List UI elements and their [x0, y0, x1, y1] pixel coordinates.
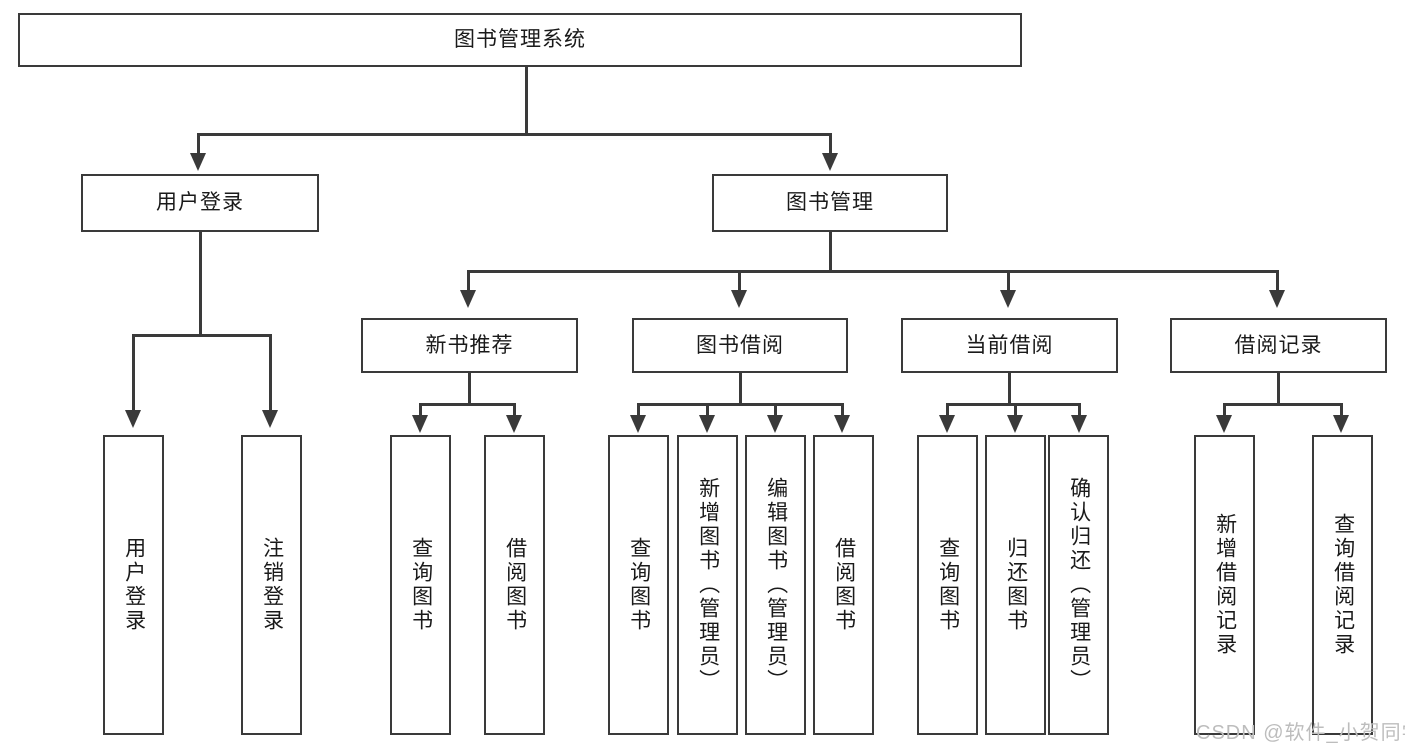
connector-root-bar: [197, 133, 832, 136]
leaf-borrow-book-label: 借阅图书: [832, 537, 856, 633]
leaf-query-book-newbook[interactable]: 查询图书: [390, 435, 451, 735]
arrow-records-leaf-1: [1216, 415, 1232, 433]
connector-records-bar: [1223, 403, 1343, 406]
leaf-borrow-book-newbook[interactable]: 借阅图书: [484, 435, 545, 735]
node-book-borrow-label: 图书借阅: [696, 333, 784, 357]
connector-bookmgmt-stem: [829, 232, 832, 272]
leaf-logout[interactable]: 注销登录: [241, 435, 302, 735]
connector-records-stem: [1277, 373, 1280, 405]
leaf-confirm-return-admin[interactable]: 确认归还（管理员）: [1048, 435, 1109, 735]
connector-bookmgmt-branch-3: [1007, 270, 1010, 292]
arrow-current-leaf-1: [939, 415, 955, 433]
connector-records-branch-2: [1340, 403, 1343, 417]
leaf-logout-label: 注销登录: [260, 537, 284, 633]
leaf-query-book-current-label: 查询图书: [936, 537, 960, 633]
connector-root-to-bookmgmt: [829, 133, 832, 155]
arrow-newbook-leaf-1: [412, 415, 428, 433]
leaf-add-borrow-record[interactable]: 新增借阅记录: [1194, 435, 1255, 735]
connector-newbook-branch-2: [513, 403, 516, 417]
connector-records-branch-1: [1223, 403, 1226, 417]
arrow-root-to-bookmgmt: [822, 153, 838, 171]
leaf-user-login[interactable]: 用户登录: [103, 435, 164, 735]
connector-borrow-branch-3: [774, 403, 777, 417]
leaf-borrow-book[interactable]: 借阅图书: [813, 435, 874, 735]
leaf-user-login-label: 用户登录: [122, 537, 146, 633]
leaf-query-book-newbook-label: 查询图书: [409, 537, 433, 633]
node-user-login-label: 用户登录: [156, 191, 244, 215]
connector-newbook-bar: [419, 403, 516, 406]
connector-borrow-stem: [739, 373, 742, 405]
connector-bookmgmt-branch-2: [738, 270, 741, 292]
arrow-bookmgmt-to-borrow: [731, 290, 747, 308]
node-current-borrow[interactable]: 当前借阅: [901, 318, 1118, 373]
arrow-bookmgmt-to-records: [1269, 290, 1285, 308]
connector-bookmgmt-branch-4: [1276, 270, 1279, 292]
node-book-borrow[interactable]: 图书借阅: [632, 318, 848, 373]
connector-newbook-branch-1: [419, 403, 422, 417]
arrow-login-leaf-2: [262, 410, 278, 428]
node-new-book-recommend[interactable]: 新书推荐: [361, 318, 578, 373]
arrow-bookmgmt-to-current: [1000, 290, 1016, 308]
connector-borrow-bar: [637, 403, 844, 406]
leaf-edit-book-admin-label: 编辑图书（管理员）: [764, 477, 788, 693]
leaf-query-book-borrow[interactable]: 查询图书: [608, 435, 669, 735]
connector-newbook-stem: [468, 373, 471, 405]
arrow-records-leaf-2: [1333, 415, 1349, 433]
leaf-return-book[interactable]: 归还图书: [985, 435, 1046, 735]
connector-borrow-branch-4: [841, 403, 844, 417]
node-current-borrow-label: 当前借阅: [965, 333, 1054, 357]
leaf-add-borrow-record-label: 新增借阅记录: [1213, 513, 1237, 657]
connector-root-to-login: [197, 133, 200, 155]
arrow-current-leaf-2: [1007, 415, 1023, 433]
arrow-current-leaf-3: [1071, 415, 1087, 433]
leaf-add-book-admin-label: 新增图书（管理员）: [696, 477, 720, 693]
leaf-confirm-return-admin-label: 确认归还（管理员）: [1067, 477, 1091, 693]
leaf-query-book-current[interactable]: 查询图书: [917, 435, 978, 735]
node-book-management-label: 图书管理: [786, 191, 874, 215]
connector-bookmgmt-bar: [467, 270, 1279, 273]
connector-borrow-branch-2: [706, 403, 709, 417]
connector-current-branch-2: [1014, 403, 1017, 417]
arrow-bookmgmt-to-newbook: [460, 290, 476, 308]
node-borrow-records-label: 借阅记录: [1234, 333, 1323, 357]
leaf-query-borrow-record-label: 查询借阅记录: [1331, 513, 1355, 657]
node-borrow-records[interactable]: 借阅记录: [1170, 318, 1387, 373]
connector-current-stem: [1008, 373, 1011, 405]
leaf-query-borrow-record[interactable]: 查询借阅记录: [1312, 435, 1373, 735]
connector-borrow-branch-1: [637, 403, 640, 417]
leaf-add-book-admin[interactable]: 新增图书（管理员）: [677, 435, 738, 735]
connector-login-branch-2: [269, 334, 272, 412]
leaf-query-book-borrow-label: 查询图书: [627, 537, 651, 633]
node-root-label: 图书管理系统: [454, 28, 586, 52]
connector-login-stem: [199, 232, 202, 336]
arrow-login-leaf-1: [125, 410, 141, 428]
arrow-borrow-leaf-3: [767, 415, 783, 433]
connector-bookmgmt-branch-1: [467, 270, 470, 292]
node-book-management[interactable]: 图书管理: [712, 174, 948, 232]
csdn-watermark: CSDN @软件_小贺同学: [1196, 722, 1405, 744]
connector-login-bar: [132, 334, 271, 337]
connector-current-branch-1: [946, 403, 949, 417]
arrow-newbook-leaf-2: [506, 415, 522, 433]
node-root[interactable]: 图书管理系统: [18, 13, 1022, 67]
node-new-book-recommend-label: 新书推荐: [425, 333, 514, 357]
leaf-borrow-book-newbook-label: 借阅图书: [503, 537, 527, 633]
arrow-borrow-leaf-1: [630, 415, 646, 433]
arrow-root-to-login: [190, 153, 206, 171]
connector-root-stem: [525, 67, 528, 135]
arrow-borrow-leaf-4: [834, 415, 850, 433]
connector-current-branch-3: [1078, 403, 1081, 417]
leaf-edit-book-admin[interactable]: 编辑图书（管理员）: [745, 435, 806, 735]
arrow-borrow-leaf-2: [699, 415, 715, 433]
leaf-return-book-label: 归还图书: [1004, 537, 1028, 633]
node-user-login[interactable]: 用户登录: [81, 174, 319, 232]
connector-current-bar: [946, 403, 1081, 406]
connector-login-branch-1: [132, 334, 135, 412]
